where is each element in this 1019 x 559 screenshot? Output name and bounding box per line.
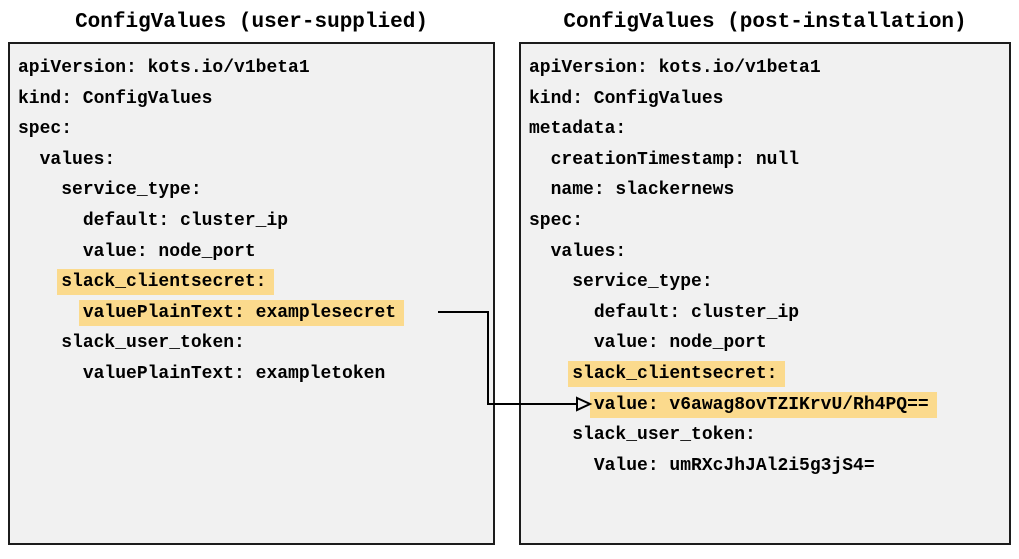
code-text: kind: ConfigValues <box>529 88 724 109</box>
code-box-user-supplied: apiVersion: kots.io/v1beta1 kind: ConfigV… <box>8 42 495 545</box>
code-text: service_type: <box>572 272 713 293</box>
code-line: valuePlainText: examplesecret <box>18 298 485 329</box>
code-line: values: <box>529 237 1001 268</box>
panel-title-post-installation: ConfigValues (post-installation) <box>563 11 967 34</box>
code-text: slack_user_token: <box>61 333 245 354</box>
code-line: kind: ConfigValues <box>529 84 1001 115</box>
code-line: service_type: <box>529 267 1001 298</box>
code-line: value: node_port <box>18 237 485 268</box>
code-text: creationTimestamp: null <box>550 149 800 170</box>
code-text: Value: umRXcJhJAl2i5g3jS4= <box>593 455 875 476</box>
code-line: Value: umRXcJhJAl2i5g3jS4= <box>529 451 1001 482</box>
code-text: default: cluster_ip <box>82 210 289 231</box>
code-line: valuePlainText: exampletoken <box>18 359 485 390</box>
highlighted-code-text: valuePlainText: examplesecret <box>78 299 405 326</box>
code-line: values: <box>18 145 485 176</box>
code-text: service_type: <box>61 180 202 201</box>
code-text: apiVersion: kots.io/v1beta1 <box>18 58 310 78</box>
code-text: value: node_port <box>593 333 767 354</box>
code-text: slack_user_token: <box>572 425 756 446</box>
code-text: valuePlainText: exampletoken <box>82 363 386 384</box>
code-text: metadata: <box>529 119 627 140</box>
code-text: apiVersion: kots.io/v1beta1 <box>529 58 821 78</box>
code-line: creationTimestamp: null <box>529 145 1001 176</box>
code-line: slack_clientsecret: <box>18 267 485 298</box>
code-line: name: slackernews <box>529 175 1001 206</box>
code-line: default: cluster_ip <box>18 206 485 237</box>
code-line: slack_user_token: <box>529 420 1001 451</box>
code-text: spec: <box>18 119 73 140</box>
code-line: value: node_port <box>529 328 1001 359</box>
code-line: spec: <box>18 114 485 145</box>
code-line: apiVersion: kots.io/v1beta1 <box>18 53 485 84</box>
code-line: spec: <box>529 206 1001 237</box>
code-line: service_type: <box>18 175 485 206</box>
code-line: default: cluster_ip <box>529 298 1001 329</box>
code-text: default: cluster_ip <box>593 302 800 323</box>
highlighted-code-text: slack_clientsecret: <box>568 360 786 387</box>
code-text: values: <box>39 149 116 170</box>
code-text: kind: ConfigValues <box>18 88 213 109</box>
highlighted-code-text: value: v6awag8ovTZIKrvU/Rh4PQ== <box>589 391 937 418</box>
code-text: values: <box>550 241 627 262</box>
code-line: kind: ConfigValues <box>18 84 485 115</box>
code-line: value: v6awag8ovTZIKrvU/Rh4PQ== <box>529 390 1001 421</box>
code-line: metadata: <box>529 114 1001 145</box>
code-text: spec: <box>529 210 584 231</box>
code-box-post-installation: apiVersion: kots.io/v1beta1 kind: ConfigV… <box>519 42 1011 545</box>
code-text: value: node_port <box>82 241 256 262</box>
code-text: name: slackernews <box>550 180 735 201</box>
highlighted-code-text: slack_clientsecret: <box>57 269 275 296</box>
code-line: slack_user_token: <box>18 328 485 359</box>
panel-title-user-supplied: ConfigValues (user-supplied) <box>75 11 428 34</box>
code-line: slack_clientsecret: <box>529 359 1001 390</box>
code-line: apiVersion: kots.io/v1beta1 <box>529 53 1001 84</box>
